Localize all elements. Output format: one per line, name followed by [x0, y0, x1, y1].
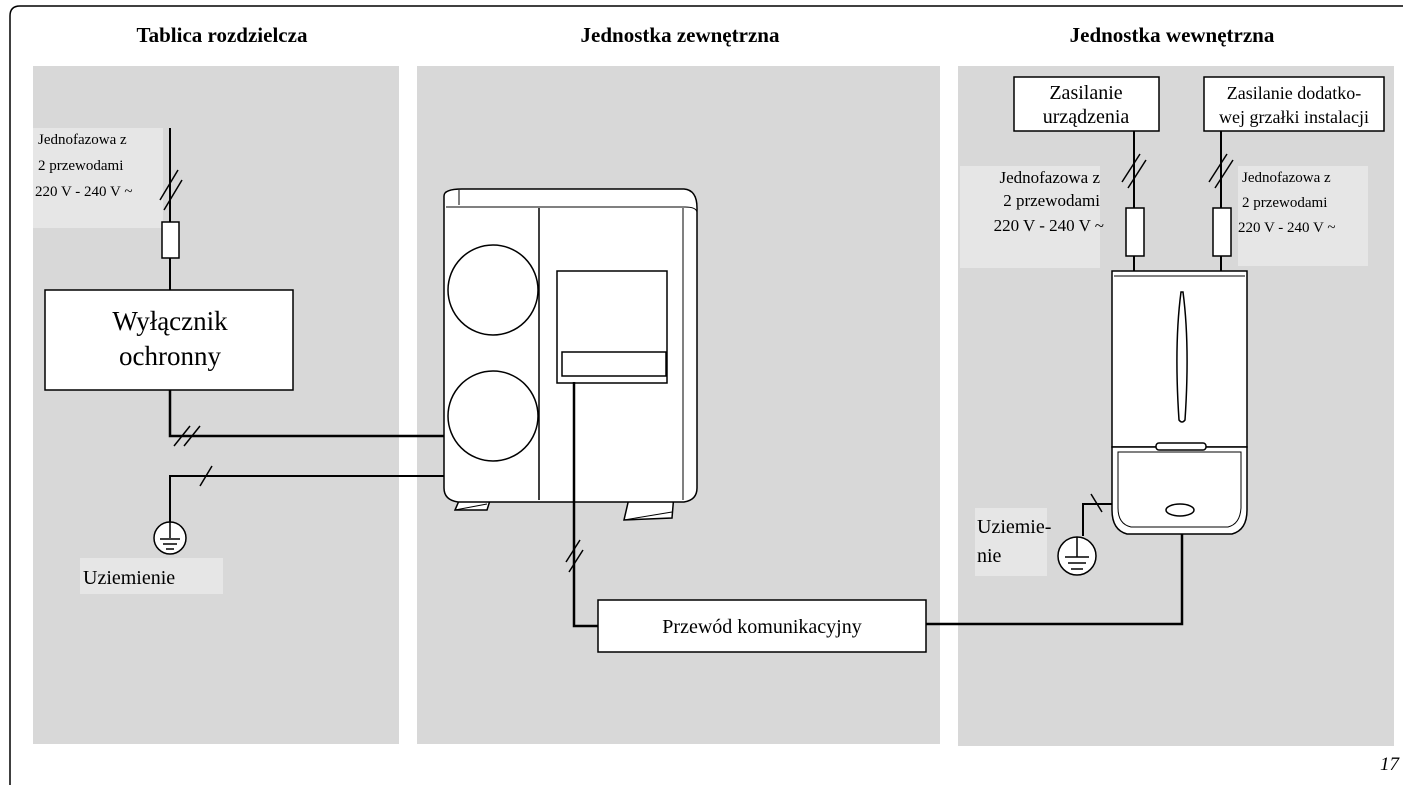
indoor-ground-wire: [1082, 503, 1112, 536]
panel-supply-line1: Jednofazowa z: [38, 132, 127, 148]
panel-ground-label: Uziemienie: [83, 567, 175, 589]
breaker-line1: Wyłącznik: [112, 306, 228, 336]
unit-power-line1: Zasilanie: [1049, 82, 1122, 104]
indoor-right-supply-line3: 220 V - 240 V ~: [1238, 220, 1335, 236]
indoor-ground-label-bg: [975, 508, 1047, 576]
outdoor-power-hatch: [173, 425, 201, 447]
panel-ground-symbol: [153, 521, 187, 555]
panel-supply-hatch: [159, 169, 183, 211]
indoor-ground-symbol: [1057, 536, 1097, 576]
breaker-box: [44, 289, 294, 391]
indoor-right-supply-line1: Jednofazowa z: [1242, 170, 1331, 186]
comm-cable-right: [926, 534, 1184, 626]
indoor-unit-display: [1176, 291, 1188, 423]
header-indoor: Jednostka wewnętrzna: [1070, 23, 1275, 47]
heater-power-line2: wej grzałki instalacji: [1219, 107, 1369, 127]
unit-power-box: [1013, 76, 1160, 132]
comm-cable-hatch: [565, 539, 584, 573]
indoor-left-supply-label-bg: [960, 166, 1100, 268]
comm-cable-left: [572, 382, 598, 628]
outdoor-ground-hatch: [199, 465, 213, 487]
indoor-unit-fuse: [1125, 207, 1145, 257]
fan-upper: [447, 244, 539, 336]
indoor-right-supply-label-bg: [1238, 166, 1368, 266]
heater-power-box: [1203, 76, 1385, 132]
panel-supply-line2: 2 przewodami: [38, 158, 123, 174]
outdoor-unit: [443, 188, 698, 521]
indoor-left-supply-line2: 2 przewodami: [1003, 191, 1100, 210]
breaker-line2: ochronny: [119, 341, 221, 371]
indoor-ground-line1: Uziemie-: [977, 516, 1051, 538]
panel-fuse: [161, 221, 180, 259]
unit-power-line2: urządzenia: [1043, 106, 1130, 128]
indoor-unit-handle: [1165, 503, 1195, 517]
comm-cable-box: [597, 599, 927, 653]
comm-cable-label: Przewód komunikacyjny: [662, 616, 861, 638]
indoor-right-supply-line2: 2 przewodami: [1242, 195, 1327, 211]
indoor-unit: [1111, 270, 1248, 535]
heater-power-line1: Zasilanie dodatko-: [1227, 83, 1361, 103]
outdoor-terminal-block: [561, 351, 667, 377]
indoor-left-supply-line3: 220 V - 240 V ~: [994, 216, 1104, 235]
page-number: 17: [1380, 754, 1401, 775]
heater-fuse: [1212, 207, 1232, 257]
header-panel: Tablica rozdzielcza: [137, 23, 308, 47]
panel-supply-line3: 220 V - 240 V ~: [35, 184, 132, 200]
page-frame: [9, 5, 1403, 785]
panel-supply-label: Jednofazowa z 2 przewodami 220 V - 240 V…: [33, 128, 163, 228]
fan-lower: [447, 370, 539, 462]
heater-supply-hatch: [1208, 153, 1234, 189]
indoor-unit-supply-hatch: [1121, 153, 1147, 189]
indoor-ground-line2: nie: [977, 545, 1002, 567]
indoor-ground-hatch: [1090, 493, 1103, 513]
panel-ground-label-bg: [80, 558, 223, 594]
header-outdoor: Jednostka zewnętrzna: [581, 23, 780, 47]
indoor-left-supply-line1: Jednofazowa z: [999, 168, 1100, 187]
